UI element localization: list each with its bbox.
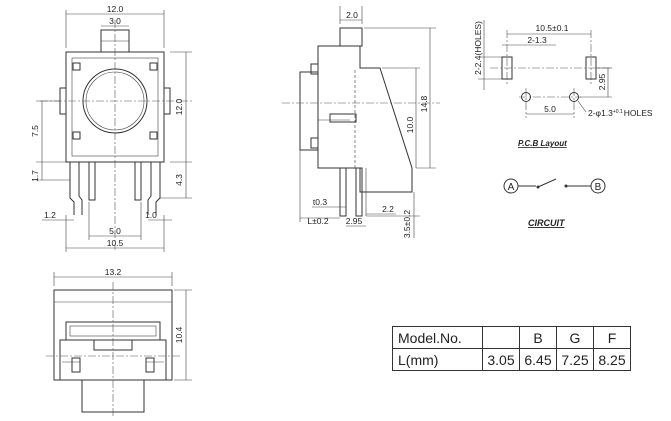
dim-pin-right: 1.0: [145, 210, 157, 220]
circuit-label: CIRCUIT: [528, 218, 566, 228]
pcb-layout-label: P.C.B Layout: [518, 139, 567, 148]
dim-pcb-slot: 2-1.3: [527, 35, 547, 45]
dim-top-width: 12.0: [107, 4, 124, 14]
table-header-cell: G: [556, 326, 594, 349]
dim-side-height-inner: 10.0: [405, 116, 415, 133]
dim-pcb-pitch: 5.0: [544, 104, 556, 114]
dim-pcb-holes-v: 2-2.4(HOLES): [473, 21, 483, 75]
table-cell: 6.45: [519, 348, 557, 371]
table-header-cell: [482, 326, 520, 349]
dim-front-height: 10.4: [174, 326, 184, 343]
switch-contact: [537, 178, 557, 188]
dim-top-left-height: 7.5: [30, 125, 40, 137]
table-cell: L(mm): [392, 348, 483, 371]
circuit-node-a-label: A: [508, 182, 515, 193]
dim-side-L: L±0.2: [307, 216, 328, 226]
side-view: 2.0 14.8 10.0 3.5±0.2 t0.3 L±0.2 2.95 2.…: [282, 6, 440, 238]
circuit-node-b-label: B: [595, 182, 602, 193]
dim-top-right-pin: 4.3: [174, 174, 184, 186]
dim-side-pin-a: 2.95: [346, 216, 363, 226]
dim-pcb-span: 10.5±0.1: [535, 23, 568, 33]
model-length-table: Model.No. B G F L(mm) 3.05 6.45 7.25 8.2…: [392, 326, 631, 371]
table-header-cell: B: [519, 326, 557, 349]
pcb-layout: 10.5±0.1 2-1.3 2-2.4(HOLES) 2.95 5.0 2-φ…: [473, 20, 653, 148]
front-view: 13.2 10.4: [46, 267, 192, 418]
dim-pin-span: 10.5: [107, 238, 124, 248]
table-header-cell: F: [593, 326, 631, 349]
table-header-row: Model.No. B G F: [392, 326, 631, 349]
table-cell: 7.25: [556, 348, 594, 371]
dim-top-left-pin: 1.7: [30, 170, 40, 182]
dim-side-thickness: t0.3: [313, 197, 327, 207]
top-view: 12.0 3.0 12.0 4.3 7.5 1.7 1.2 1.0 5.0: [30, 4, 192, 252]
dim-pcb-right-v: 2.95: [597, 73, 607, 90]
dim-pcb-holes-d: 2-φ1.3+0.1HOLES: [588, 108, 653, 118]
table-cell: 3.05: [482, 348, 520, 371]
dim-side-top: 2.0: [346, 10, 358, 20]
table-row: L(mm) 3.05 6.45 7.25 8.25: [392, 348, 631, 371]
dim-pin-left: 1.2: [44, 210, 56, 220]
table-cell: 8.25: [593, 348, 631, 371]
circuit: A B CIRCUIT: [503, 178, 606, 228]
dim-side-height-outer: 14.8: [419, 95, 429, 112]
dim-top-right-height: 12.0: [174, 98, 184, 115]
table-header-cell: Model.No.: [392, 326, 483, 349]
dim-front-width: 13.2: [105, 267, 122, 277]
dim-stem-width: 3.0: [109, 16, 121, 26]
dim-side-pin-len: 3.5±0.2: [402, 210, 412, 239]
dim-pin-pitch: 5.0: [109, 226, 121, 236]
dim-side-pin-b: 2.2: [382, 204, 394, 214]
